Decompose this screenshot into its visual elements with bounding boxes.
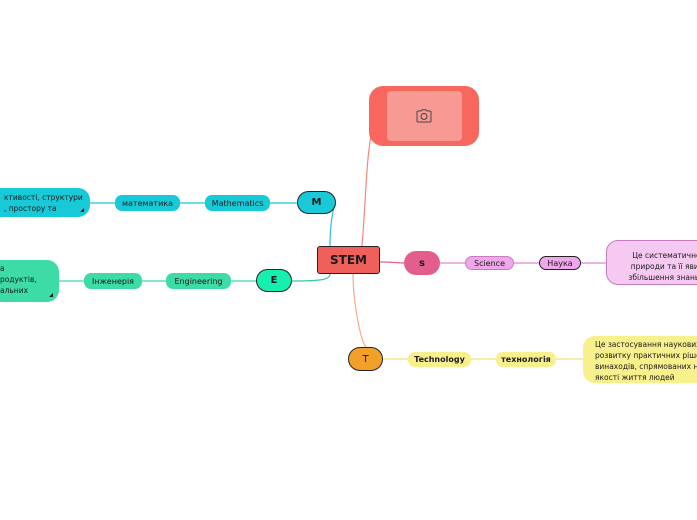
branch-t-note[interactable]: Це застосування наукових зн розвитку пра…	[583, 336, 697, 383]
branch-m-note-line: ктивості, структури	[4, 193, 83, 202]
branch-e-note-line: а	[0, 264, 5, 273]
branch-s-note-line: Це систематичне до	[632, 251, 697, 260]
central-label: STEM	[330, 253, 367, 267]
branch-m-english[interactable]: Mathematics	[205, 195, 270, 211]
branch-s-letter: s	[419, 257, 425, 269]
camera-icon	[416, 109, 432, 123]
branch-m-node[interactable]: M	[297, 191, 336, 214]
branch-s-note-line: природи та її явищ,	[630, 262, 697, 271]
branch-s-node[interactable]: s	[404, 251, 440, 275]
branch-s-english-label: Science	[473, 258, 505, 268]
image-placeholder	[386, 91, 462, 141]
branch-t-node[interactable]: T	[348, 347, 383, 371]
branch-e-note[interactable]: а родуктів, альних	[0, 260, 59, 302]
note-corner-icon	[80, 208, 84, 212]
branch-t-ukrainian[interactable]: технологія	[496, 352, 556, 367]
branch-t-ukrainian-label: технологія	[501, 355, 551, 364]
branch-t-letter: T	[362, 353, 369, 365]
branch-m-english-label: Mathematics	[211, 198, 264, 208]
branch-m-ukrainian-label: математика	[121, 198, 174, 208]
branch-e-english-label: Engineering	[174, 276, 223, 286]
branch-s-ukrainian-label: Наука	[547, 258, 573, 268]
branch-e-note-line: родуктів,	[0, 275, 37, 284]
branch-e-english[interactable]: Engineering	[166, 273, 231, 289]
branch-t-note-line: винаходів, спрямованих на п	[595, 362, 697, 371]
image-node[interactable]	[369, 86, 479, 146]
branch-t-english-label: Technology	[414, 355, 465, 364]
branch-e-note-line: альних	[0, 286, 29, 295]
branch-m-ukrainian[interactable]: математика	[115, 195, 180, 211]
branch-t-note-line: Це застосування наукових зн	[595, 340, 697, 349]
branch-s-english[interactable]: Science	[465, 256, 514, 270]
branch-s-ukrainian[interactable]: Наука	[539, 256, 581, 270]
branch-t-english[interactable]: Technology	[408, 352, 471, 367]
branch-e-ukrainian-label: Інженерія	[92, 276, 134, 286]
branch-e-node[interactable]: E	[256, 269, 292, 292]
branch-t-note-line: якості життя людей	[595, 373, 675, 382]
branch-m-note[interactable]: ктивості, структури , простору та	[0, 188, 90, 217]
branch-e-letter: E	[270, 275, 278, 286]
branch-m-note-line: , простору та	[4, 204, 57, 213]
branch-t-note-line: розвитку практичних рішень	[595, 351, 697, 360]
branch-s-note-line: збільшення знань та	[628, 273, 697, 282]
branch-s-note[interactable]: Це систематичне до природи та її явищ, з…	[606, 240, 697, 285]
note-corner-icon	[49, 293, 53, 297]
branch-m-letter: M	[311, 197, 322, 208]
branch-e-ukrainian[interactable]: Інженерія	[84, 273, 142, 289]
central-node[interactable]: STEM	[317, 246, 380, 274]
